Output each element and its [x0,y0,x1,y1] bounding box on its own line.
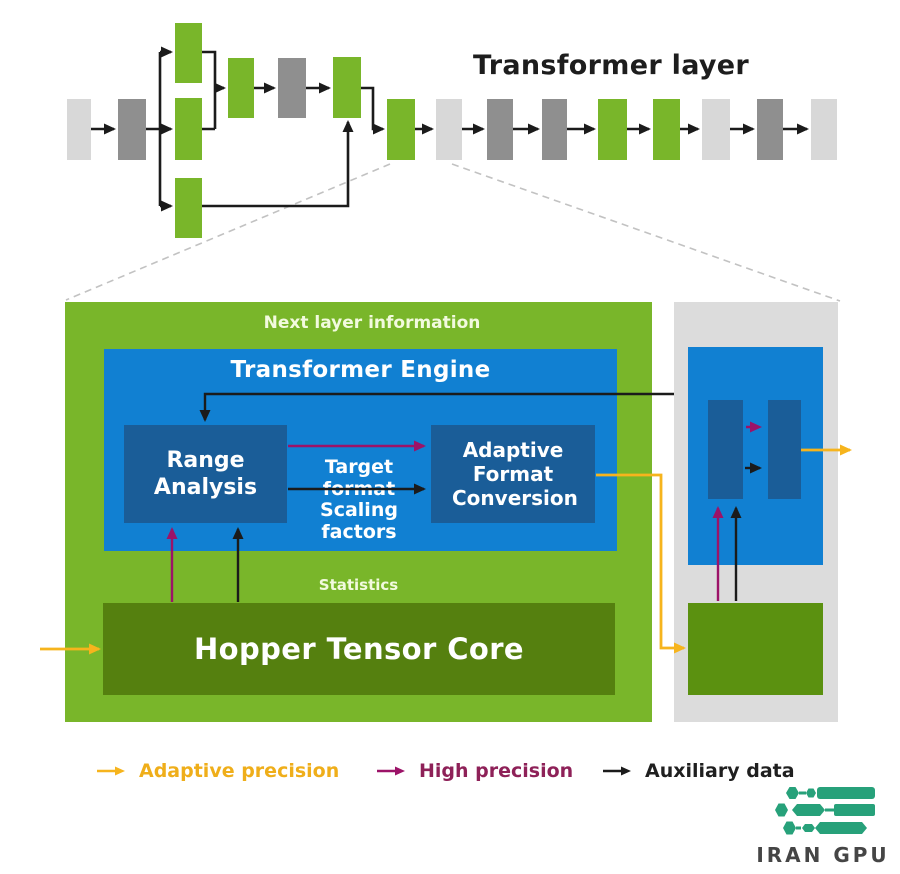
legend-item-auxiliary-data: Auxiliary data [602,757,795,785]
layer-block-gray [118,99,146,160]
layer-block-lightgray [702,99,730,160]
adaptive-format-conversion-box: Adaptive Format Conversion [431,425,595,523]
next-layer-information-label: Next layer information [263,313,481,333]
scaling-factors-label: Scaling factors [320,499,398,543]
layer-block-green [175,178,202,238]
next-layer-analysis-block [708,400,743,499]
skip-connection-arrow [202,120,354,208]
layer-block-green [175,23,202,83]
zoom-guide-left [65,163,391,301]
layer-block-lightgray [436,99,462,160]
layer-block-green [228,58,254,118]
legend-item-adaptive-precision: Adaptive precision [96,757,339,785]
layer-block-green [598,99,627,160]
statistics-label: Statistics [318,576,399,594]
next-layer-tensor-core-box [688,603,823,695]
layer-block-gray [542,99,567,160]
iran-gpu-logo-text: IRAN GPU [756,843,890,867]
legend-label: Adaptive precision [139,760,340,782]
range-analysis-box: Range Analysis [124,425,287,523]
top-title: Transformer layer [472,50,750,81]
hopper-tensor-core-box: Hopper Tensor Core [103,603,615,695]
range-analysis-label: Range Analysis [153,447,258,501]
layer-block-green [653,99,680,160]
target-format-label: Target format [322,456,396,500]
layer-block-lightgray [811,99,837,160]
legend-item-high-precision: High precision [376,757,573,785]
layer-block-green [387,99,415,160]
next-layer-conversion-block [768,400,801,499]
layer-block-green [333,57,361,118]
black-arrow-icon [603,766,631,776]
layer-block-lightgray [67,99,91,160]
legend-label: Auxiliary data [645,760,795,782]
zoom-guide-right [451,163,841,302]
iran-gpu-logo: IRAN GPU [748,786,898,867]
hopper-tensor-core-label: Hopper Tensor Core [194,632,524,666]
layer-block-gray [278,58,306,118]
yellow-arrow-icon [97,766,125,776]
adaptive-format-conversion-label: Adaptive Format Conversion [452,438,578,510]
layer-block-green [175,98,202,160]
legend-label: High precision [419,760,574,782]
purple-arrow-icon [377,766,405,776]
layer-block-gray [757,99,783,160]
layer-block-gray [487,99,513,160]
transformer-engine-title: Transformer Engine [230,357,491,383]
iran-gpu-logo-graphic [775,787,875,835]
